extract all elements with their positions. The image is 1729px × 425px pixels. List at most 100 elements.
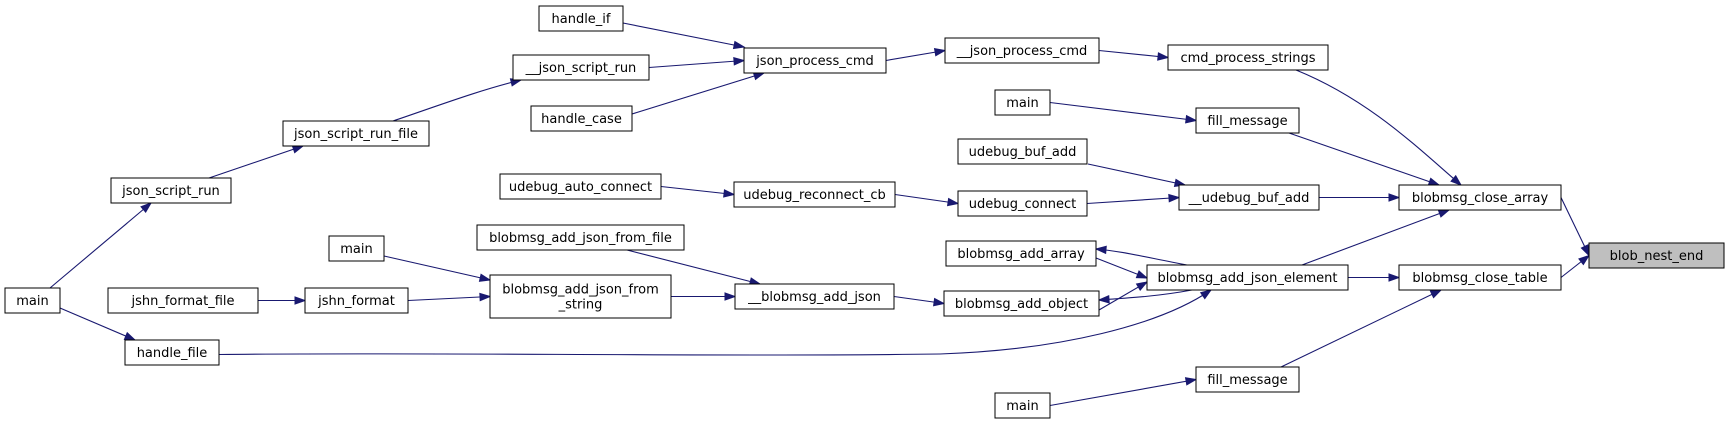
edge-cmd-process-strings-to-blobmsg-close-array [1295, 69, 1463, 186]
edge-line [392, 79, 522, 122]
node-handle-case[interactable]: handle_case [530, 105, 633, 132]
node-blobmsg-add-json-element[interactable]: blobmsg_add_json_element [1146, 264, 1349, 291]
node-fill-message-a[interactable]: fill_message [1195, 107, 1300, 134]
edge-udebug-auto-connect-to-udebug-reconnect-cb [660, 185, 736, 198]
arrowhead [479, 292, 492, 302]
arrowhead [140, 202, 153, 214]
arrowhead [1097, 295, 1110, 304]
arrowhead [478, 273, 492, 282]
node-box [1588, 242, 1725, 269]
edge-blobmsg-add-json-element-to-blobmsg-add-array [1094, 245, 1188, 266]
node-udebug-buf-add-internal[interactable]: __udebug_buf_add [1178, 184, 1320, 211]
arrowhead [1427, 177, 1441, 186]
arrowhead [1199, 289, 1213, 300]
edges-layer [49, 22, 1591, 407]
node-box [957, 190, 1088, 217]
edge-jshn-format-file-to-jshn-format [258, 296, 307, 305]
node-label: udebug_buf_add [969, 145, 1077, 160]
edge-line [383, 255, 491, 281]
node-box [499, 173, 662, 200]
edge-line [894, 193, 959, 205]
node-json-script-run-internal[interactable]: __json_script_run [512, 54, 650, 81]
node-cmd-process-strings[interactable]: cmd_process_strings [1167, 44, 1329, 71]
node-box [994, 392, 1051, 419]
edge-fill-message-a-to-blobmsg-close-array [1288, 132, 1441, 186]
node-main-c[interactable]: main [328, 235, 385, 262]
edge-json-script-run-file-to-json-script-run-internal [392, 78, 523, 122]
edge-handle-file-to-blobmsg-add-json-element [218, 289, 1213, 356]
node-blobmsg-close-table[interactable]: blobmsg_close_table [1398, 264, 1562, 291]
edge-line [626, 249, 761, 285]
arrowhead [1580, 244, 1590, 257]
node-udebug-buf-add[interactable]: udebug_buf_add [957, 138, 1088, 165]
edge-line [1086, 196, 1180, 205]
node-blobmsg-add-json-from-string[interactable]: blobmsg_add_json_from_string [489, 274, 672, 319]
arrowhead [1437, 209, 1451, 218]
arrowhead [933, 297, 946, 307]
node-main-a[interactable]: main [994, 89, 1051, 116]
node-label: blobmsg_add_array [957, 247, 1085, 262]
node-label: json_script_run_file [293, 127, 418, 142]
edge-blobmsg-add-json-from-string-to-blobmsg-add-json-internal [671, 292, 737, 301]
edge-json-script-run-to-json-script-run-file [208, 145, 305, 179]
node-blobmsg-add-object[interactable]: blobmsg_add_object [943, 290, 1100, 317]
node-handle-file[interactable]: handle_file [124, 339, 220, 366]
node-label: __json_script_run [525, 61, 637, 76]
node-box [1167, 44, 1329, 71]
edge-json-script-run-internal-to-json-process-cmd [648, 56, 746, 69]
node-label: blobmsg_close_array [1412, 191, 1549, 206]
edge-line [1280, 289, 1442, 368]
node-label: fill_message [1207, 373, 1287, 388]
node-fill-message-b[interactable]: fill_message [1195, 366, 1300, 393]
node-box [733, 181, 896, 208]
node-jshn-format-file[interactable]: jshn_format_file [107, 287, 259, 314]
node-json-process-cmd[interactable]: json_process_cmd [743, 47, 887, 74]
node-box [328, 235, 385, 262]
edge-udebug-buf-add-to-udebug-buf-add-internal [1087, 163, 1187, 187]
node-blobmsg-close-array[interactable]: blobmsg_close_array [1398, 184, 1562, 211]
node-blobmsg-add-json-from-file[interactable]: blobmsg_add_json_from_file [476, 224, 685, 251]
edge-line [1288, 132, 1440, 186]
arrowhead [1135, 281, 1149, 292]
node-label: __json_process_cmd [956, 44, 1088, 59]
arrowhead [752, 71, 766, 81]
node-handle-if[interactable]: handle_if [538, 5, 624, 32]
edge-blobmsg-close-array-to-blob-nest-end [1560, 197, 1590, 257]
edge-line [622, 22, 745, 48]
edge-line [1560, 197, 1590, 256]
edge-blobmsg-add-json-element-to-blobmsg-close-array [1301, 209, 1451, 266]
edge-blobmsg-add-array-to-blobmsg-add-json-element [1095, 257, 1149, 279]
arrowhead [946, 197, 960, 207]
edge-blobmsg-close-table-to-blob-nest-end [1560, 254, 1591, 278]
edge-line [49, 202, 152, 289]
edge-json-process-cmd-to-json-process-cmd-internal [885, 48, 947, 62]
node-jshn-format[interactable]: jshn_format [304, 287, 409, 314]
edge-main-c-to-blobmsg-add-json-from-string [383, 255, 492, 282]
arrowhead [723, 189, 736, 198]
node-blobmsg-add-array[interactable]: blobmsg_add_array [945, 240, 1097, 267]
arrowhead [1578, 254, 1591, 266]
node-label: __udebug_buf_add [1188, 191, 1310, 206]
node-box [957, 138, 1088, 165]
arrowhead [1450, 174, 1463, 186]
edge-line [1049, 378, 1197, 407]
arrowhead [294, 296, 307, 305]
arrowhead [1168, 193, 1181, 203]
nodes-layer: blob_nest_end blobmsg_close_array blobmsg_… [4, 5, 1725, 419]
node-json-process-cmd-internal[interactable]: __json_process_cmd [944, 37, 1100, 64]
node-box [110, 177, 232, 204]
node-udebug-reconnect-cb[interactable]: udebug_reconnect_cb [733, 181, 896, 208]
node-json-script-run[interactable]: json_script_run [110, 177, 232, 204]
arrowhead [1388, 273, 1401, 282]
node-box [994, 89, 1051, 116]
arrowhead [1094, 245, 1107, 255]
node-main-d[interactable]: main [4, 287, 61, 314]
node-blobmsg-add-json-internal[interactable]: __blobmsg_add_json [734, 283, 895, 310]
node-udebug-auto-connect[interactable]: udebug_auto_connect [499, 173, 662, 200]
node-label: blobmsg_add_json_from_file [489, 231, 672, 246]
node-blob-nest-end[interactable]: blob_nest_end [1588, 242, 1725, 269]
node-main-b[interactable]: main [994, 392, 1051, 419]
node-udebug-connect[interactable]: udebug_connect [957, 190, 1088, 217]
node-json-script-run-file[interactable]: json_script_run_file [282, 120, 430, 147]
